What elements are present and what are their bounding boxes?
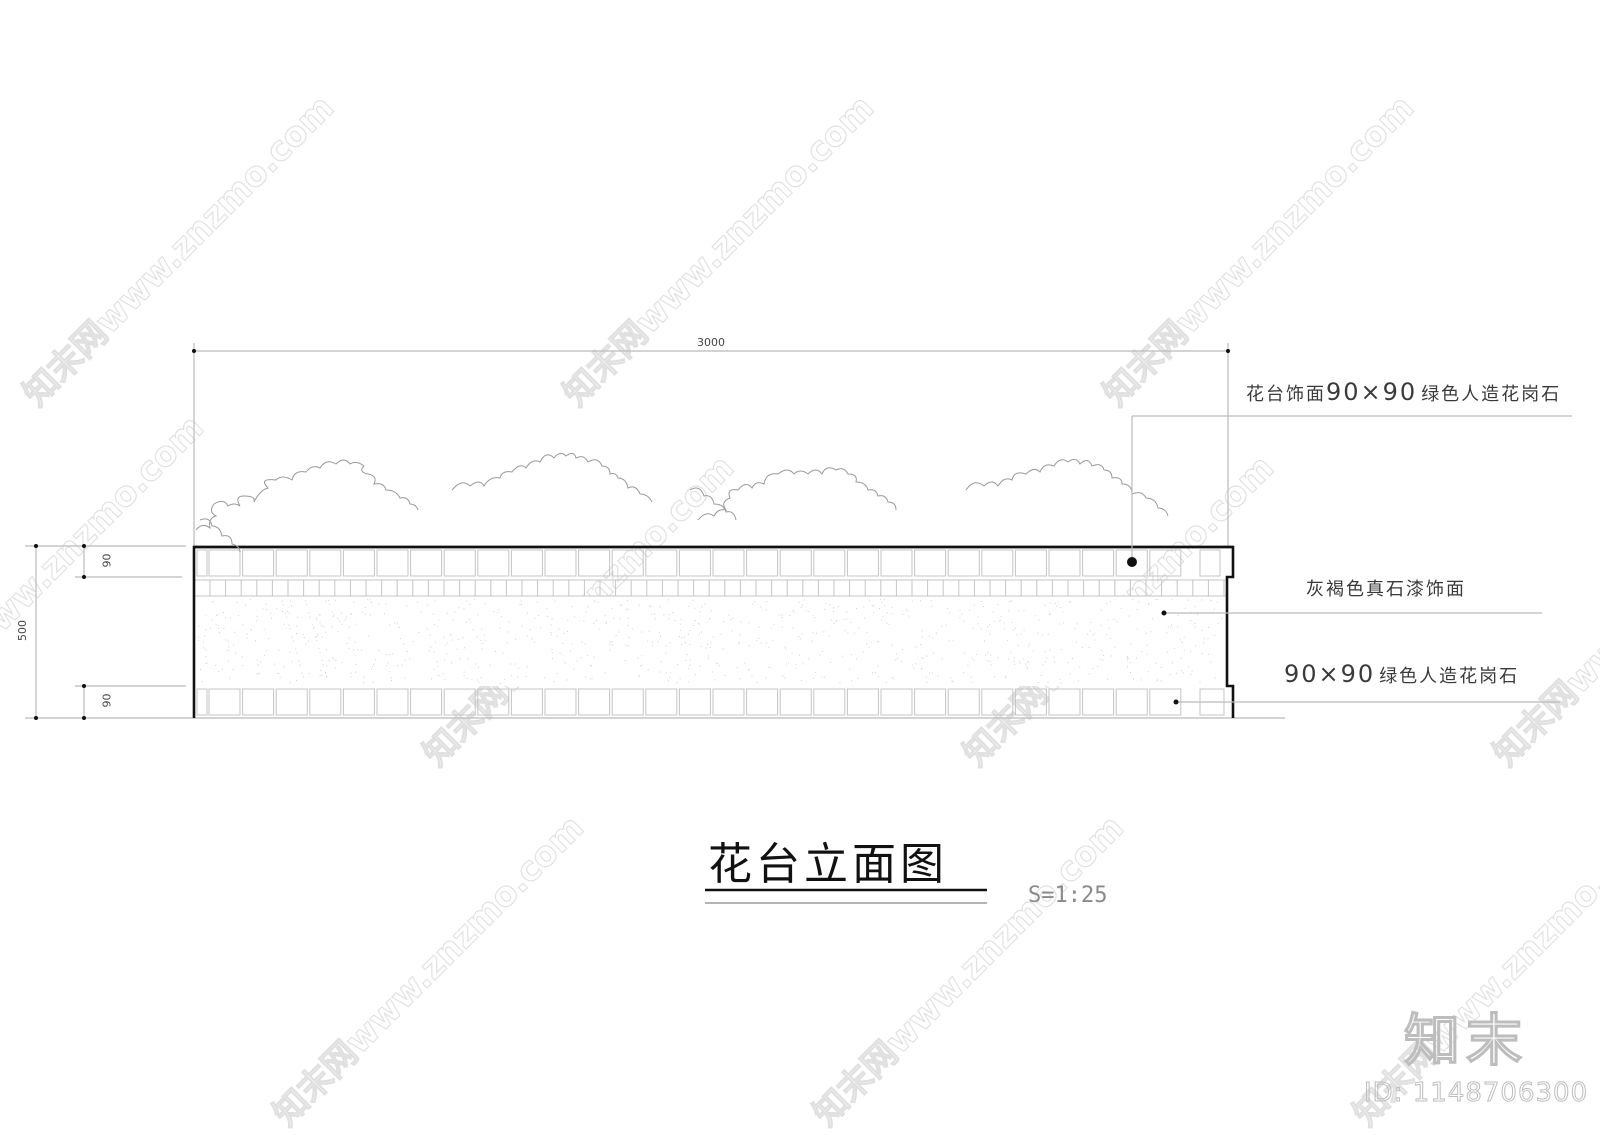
drawing-scale: S=1:25 bbox=[1028, 883, 1108, 908]
width-dimension bbox=[193, 343, 1229, 548]
drawing-title: 花台立面图 bbox=[708, 839, 948, 890]
stone-paint-texture bbox=[198, 599, 1223, 684]
bottom-band-height-label: 90 bbox=[100, 693, 114, 708]
annotation-cap-material: 绿色人造花岗石 bbox=[1421, 384, 1562, 405]
annotation-base-material: 绿色人造花岗石 bbox=[1379, 666, 1520, 687]
top-band-height-label: 90 bbox=[100, 553, 114, 568]
leader-lines bbox=[1131, 415, 1572, 703]
overall-width-label: 3000 bbox=[697, 336, 725, 349]
annotation-cap-size: 90×90 bbox=[1326, 378, 1418, 406]
small-tile-row bbox=[194, 579, 1227, 597]
annotation-base-size: 90×90 bbox=[1284, 660, 1376, 688]
watermark-id: ID: 1148706300 bbox=[1363, 1078, 1589, 1109]
base-tile-row bbox=[196, 688, 1225, 716]
leader-dot-cap bbox=[1127, 557, 1137, 567]
overall-height-label: 500 bbox=[16, 620, 29, 641]
annotation-cap-prefix: 花台饰面 bbox=[1246, 384, 1326, 405]
height-dimensions bbox=[25, 545, 1285, 719]
leader-dot-body bbox=[1161, 610, 1167, 616]
annotation-body-finish: 灰褐色真石漆饰面 bbox=[1306, 579, 1466, 600]
leader-dot-base bbox=[1173, 699, 1179, 705]
shrub-outlines bbox=[195, 452, 1169, 553]
cap-tile-row bbox=[196, 549, 1221, 577]
watermark-brand: 知末 bbox=[1403, 1008, 1528, 1074]
